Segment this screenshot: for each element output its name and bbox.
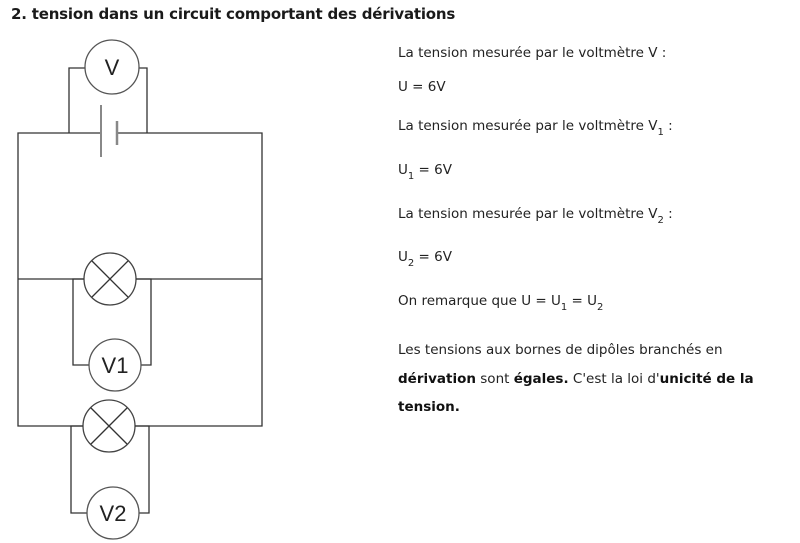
section-title: 2. tension dans un circuit comportant de… [11, 5, 456, 23]
v-value: U = 6V [398, 79, 446, 95]
u1-value: U1 = 6V [398, 162, 452, 182]
v-intro: La tension mesurée par le voltmètre V : [398, 45, 667, 61]
voltmeter-v2-label: V2 [100, 501, 127, 526]
u2-value: U2 = 6V [398, 249, 452, 269]
voltmeter-v1-icon [88, 338, 142, 392]
v2-intro: La tension mesurée par le voltmètre V2 : [398, 206, 673, 226]
v1-intro: La tension mesurée par le voltmètre V1 : [398, 118, 673, 138]
voltmeter-v2-icon [86, 486, 140, 540]
conclusion-paragraph: Les tensions aux bornes de dipôles branc… [398, 342, 754, 415]
voltmeter-v-label: V [105, 55, 120, 80]
voltmeter-v-icon [84, 39, 140, 95]
remark: On remarque que U = U1 = U2 [398, 293, 604, 313]
voltmeter-v1-label: V1 [102, 353, 129, 378]
circuit-diagram: V V1 V2 [17, 39, 263, 540]
